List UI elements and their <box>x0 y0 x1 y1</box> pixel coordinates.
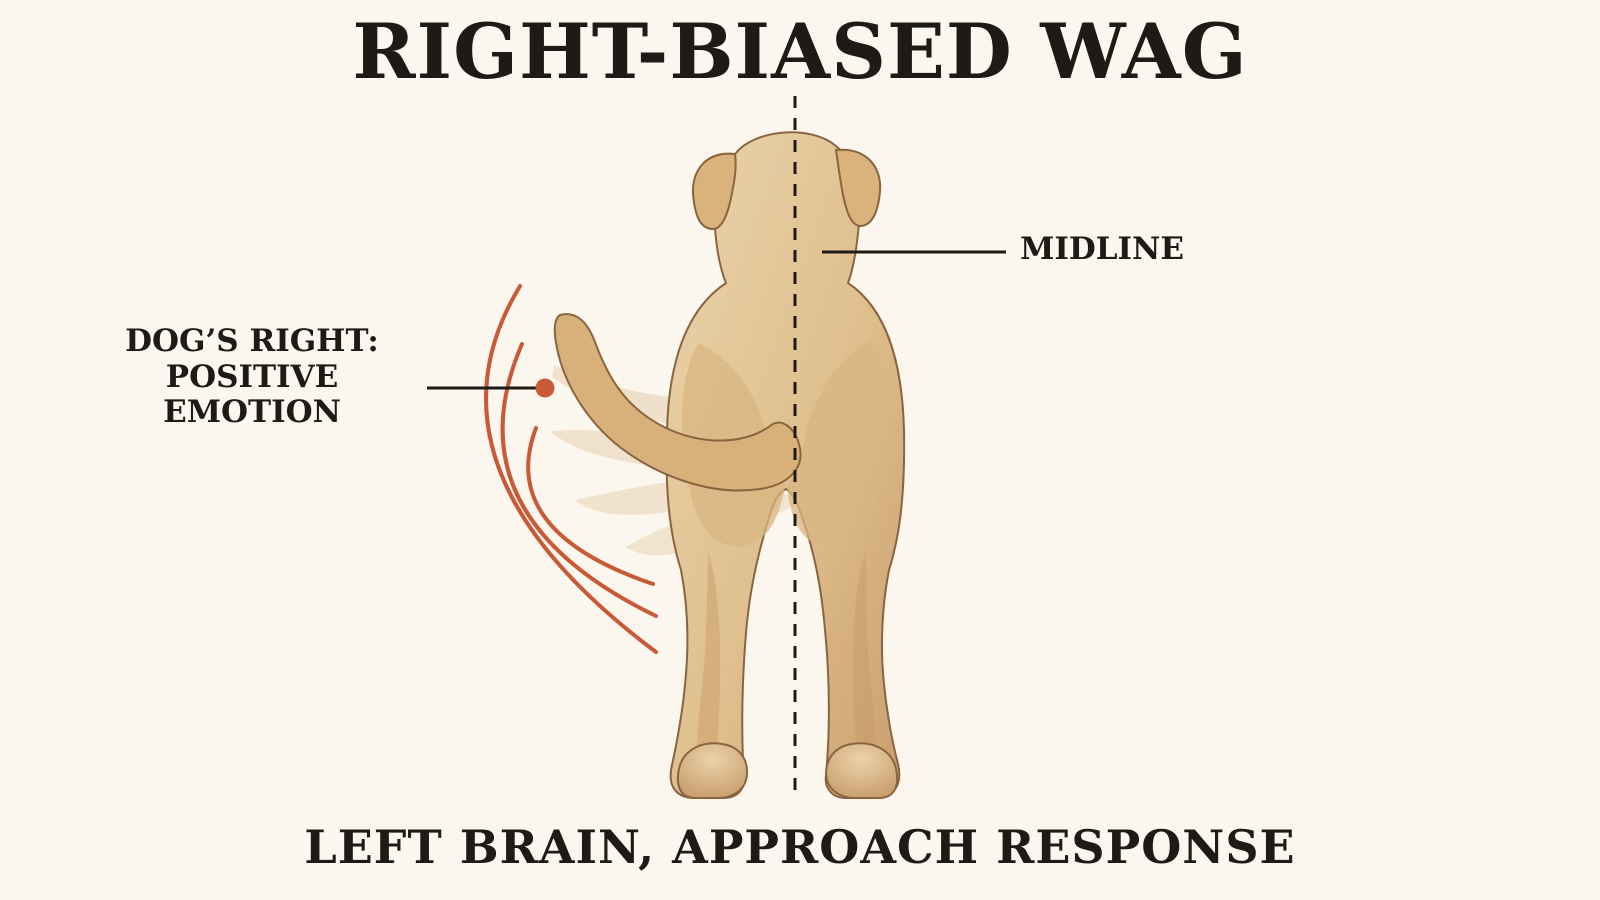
dog-hip-right <box>787 341 888 547</box>
dog-left-paw <box>676 742 749 799</box>
dog-right-paw <box>824 742 899 799</box>
dog-right-ear <box>834 148 882 228</box>
diagram-subtitle: LEFT BRAIN, APPROACH RESPONSE <box>304 820 1296 874</box>
wag-arc-outer <box>484 284 658 654</box>
dog-left-ear <box>691 152 737 230</box>
dog-right-label: DOG’S RIGHT: POSITIVE EMOTION <box>82 323 422 431</box>
dog-right-label-line-2: POSITIVE EMOTION <box>163 358 341 431</box>
dog-right-leg-shadow <box>852 550 878 792</box>
positive-emotion-marker <box>535 378 555 398</box>
midline-label: MIDLINE <box>1020 231 1184 267</box>
dog-left-leg-shadow <box>695 550 721 792</box>
wag-arc-inner <box>526 426 655 586</box>
dog-right-label-line-1: DOG’S RIGHT: <box>125 323 379 359</box>
dog-tail <box>553 313 802 492</box>
diagram-title: RIGHT-BIASED WAG <box>352 7 1248 96</box>
dog-rear-view <box>553 131 906 799</box>
